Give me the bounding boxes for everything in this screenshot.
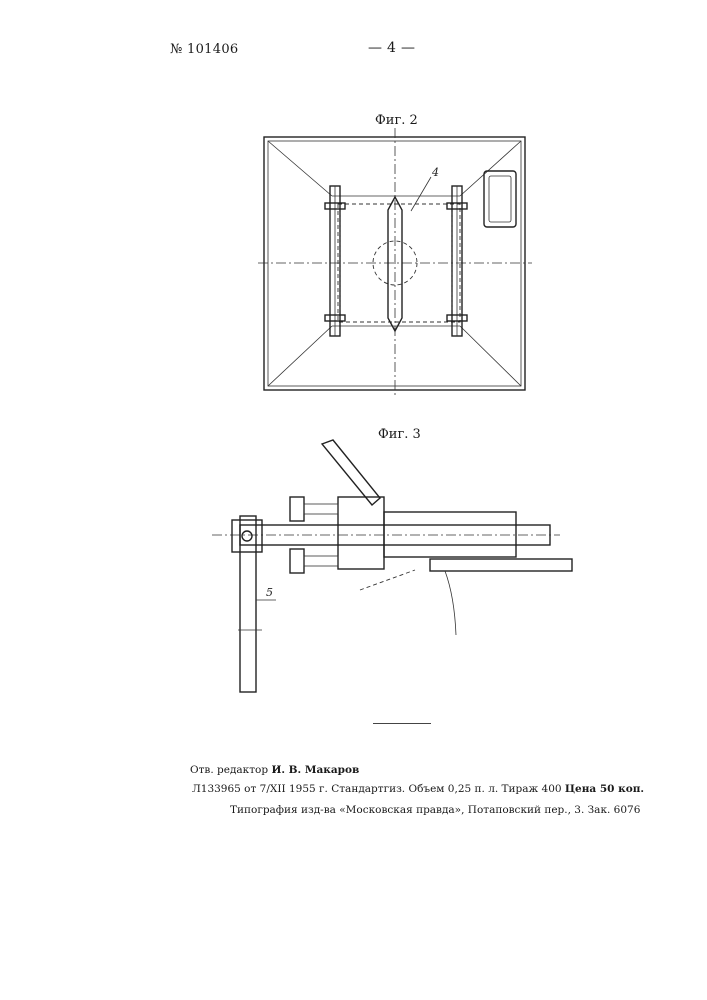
editor-label: Отв. редактор: [190, 764, 268, 776]
footer-editor-line: Отв. редактор И. В. Макаров: [190, 764, 359, 776]
footer-imprint-line: Л133965 от 7/XII 1955 г. Стандартгиз. Об…: [192, 783, 644, 795]
figure-3-callout: 5: [266, 586, 273, 599]
price-text: Цена 50 коп.: [565, 783, 644, 795]
footer-printer-line: Типография изд-ва «Московская правда», П…: [230, 804, 640, 816]
separator-line: [373, 723, 431, 724]
editor-name: И. В. Макаров: [271, 764, 359, 776]
imprint-text: Л133965 от 7/XII 1955 г. Стандартгиз. Об…: [192, 783, 562, 795]
